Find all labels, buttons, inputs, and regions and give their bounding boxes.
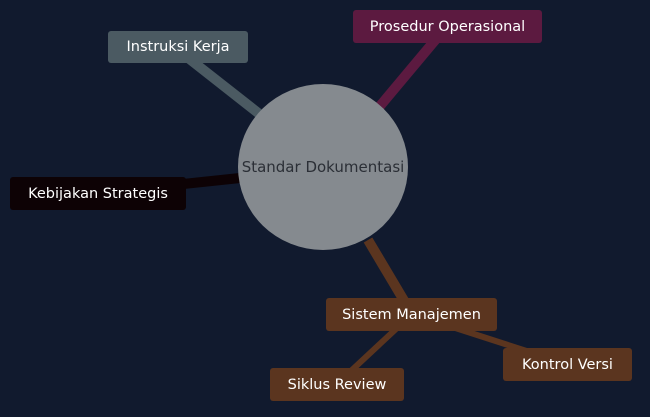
node-instruksi-kerja[interactable]: Instruksi Kerja xyxy=(108,31,248,63)
node-kontrol-versi[interactable]: Kontrol Versi xyxy=(503,348,632,381)
node-kebijakan-strategis[interactable]: Kebijakan Strategis xyxy=(10,177,186,210)
node-siklus-review[interactable]: Siklus Review xyxy=(270,368,404,401)
node-sistem-manajemen[interactable]: Sistem Manajemen xyxy=(326,298,497,331)
root-node-standar-dokumentasi[interactable]: Standar Dokumentasi xyxy=(238,84,408,250)
node-prosedur-operasional[interactable]: Prosedur Operasional xyxy=(353,10,542,43)
